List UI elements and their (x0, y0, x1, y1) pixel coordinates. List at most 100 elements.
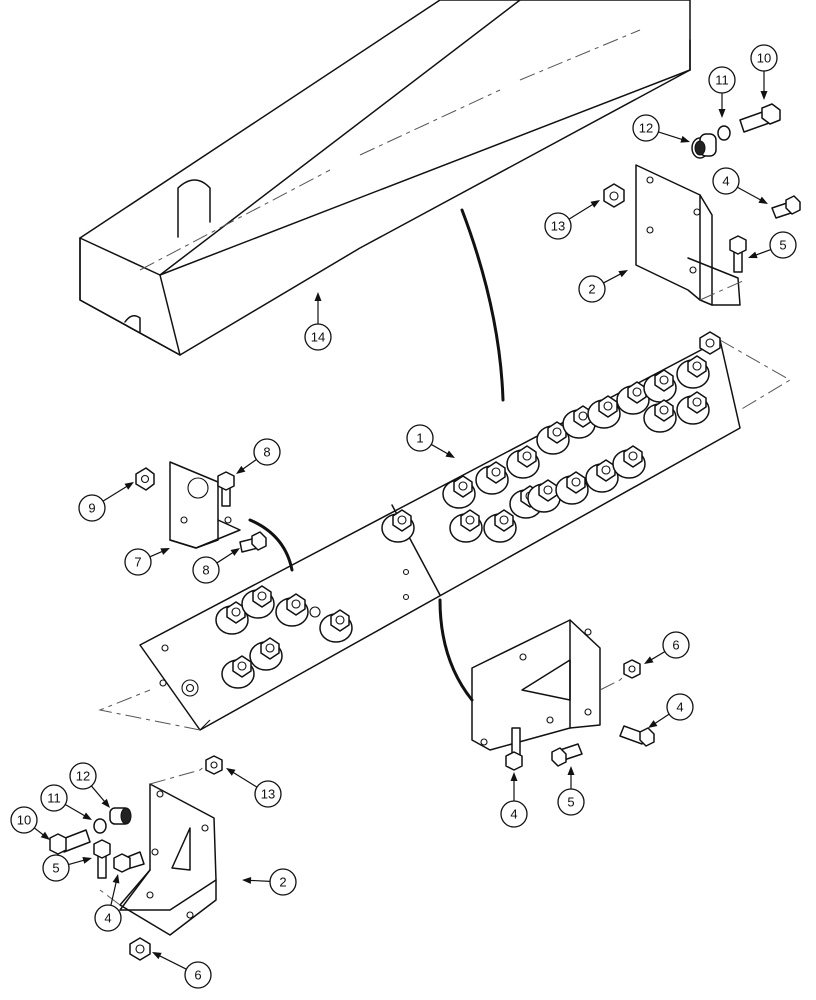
callout-leader-line (216, 550, 236, 564)
callout-7: 7 (124, 548, 152, 576)
nut-13-lower (205, 755, 223, 775)
bolt-4-lower (113, 851, 145, 873)
terminal-stud (442, 475, 476, 509)
terminal-stud (536, 421, 570, 455)
callout-leader-line (648, 651, 666, 662)
callout-arrowhead (242, 876, 252, 884)
callout-8: 8 (192, 556, 220, 584)
terminal-stud (506, 445, 540, 479)
bolt-10-lower (49, 829, 91, 855)
callout-arrowhead (648, 720, 658, 728)
terminal-stud (381, 509, 415, 543)
terminal-stud (676, 391, 710, 425)
terminal-stud (249, 637, 283, 671)
callout-leader-line (64, 803, 88, 818)
small-bracket-7 (169, 461, 241, 549)
callout-number: 8 (202, 563, 209, 578)
nut-block-right (699, 331, 721, 355)
callout-number: 4 (722, 174, 729, 189)
callout-number: 5 (567, 795, 574, 810)
callout-number: 12 (639, 121, 653, 136)
callout-arrowhead (112, 874, 120, 884)
callout-4: 4 (94, 904, 122, 932)
callout-number: 9 (88, 501, 95, 516)
callout-number: 1 (416, 431, 423, 446)
callout-10: 10 (10, 806, 38, 834)
terminal-stud (643, 369, 677, 403)
nut-9 (135, 467, 155, 491)
terminal-studs (215, 355, 710, 689)
callout-arrowhead (236, 465, 246, 474)
callout-number: 11 (47, 791, 61, 806)
callout-13: 13 (254, 780, 282, 808)
callout-number: 2 (588, 282, 595, 297)
callout-12: 12 (69, 762, 97, 790)
terminal-stud (483, 509, 517, 543)
callout-arrowhead (82, 812, 92, 820)
fitting-12-lower (109, 807, 132, 825)
callout-leader-line (753, 248, 772, 257)
terminal-stud (449, 509, 483, 543)
callout-number: 6 (672, 638, 679, 653)
callout-6: 6 (184, 961, 212, 989)
terminal-stud (676, 355, 710, 389)
assembly-curve-line (460, 208, 505, 402)
callout-11: 11 (40, 784, 68, 812)
callout-arrowhead (226, 768, 236, 776)
callout-2: 2 (269, 868, 297, 896)
callout-leader-line (247, 879, 271, 882)
callout-leader-line (68, 859, 87, 866)
callout-arrowhead (618, 270, 628, 278)
cover-channel-part (79, 0, 691, 356)
callout-leader-line (603, 272, 623, 284)
callout-number: 10 (17, 813, 31, 828)
callout-8: 8 (253, 438, 281, 466)
callout-leaders (33, 71, 772, 970)
nut-6-lower (129, 937, 151, 961)
callout-leader-line (102, 484, 130, 502)
callout-arrowhead (567, 766, 575, 775)
bolt-8-upper (217, 471, 235, 507)
callout-number: 12 (76, 769, 90, 784)
callout-arrowhead (160, 548, 170, 555)
callout-leader-line (230, 770, 258, 788)
terminal-stud (585, 459, 619, 493)
terminal-stud (587, 395, 621, 429)
bolt-10-upper (739, 103, 781, 133)
bolt-4-bottom (505, 727, 523, 771)
callout-leader-line (658, 131, 685, 141)
callout-number: 5 (779, 238, 786, 253)
callout-leader-line (430, 443, 451, 456)
terminal-stud (612, 445, 646, 479)
terminal-stud (475, 461, 509, 495)
callout-arrowhead (748, 251, 758, 259)
callout-leader-line (568, 202, 596, 220)
callout-number: 10 (757, 51, 771, 66)
callout-4: 4 (712, 167, 740, 195)
callout-5: 5 (42, 854, 70, 882)
callout-arrowhead (644, 656, 654, 664)
terminal-stud (562, 405, 596, 439)
callout-leader-line (652, 713, 670, 726)
callout-number: 4 (510, 807, 517, 822)
lower-right-bracket (471, 619, 631, 751)
callout-number: 2 (279, 875, 286, 890)
callout-5: 5 (557, 788, 585, 816)
callout-arrowhead (82, 857, 92, 864)
bolt-4-upper (771, 195, 801, 219)
callout-leader-line (737, 186, 764, 202)
terminal-stud (527, 479, 561, 513)
callout-number: 7 (134, 555, 141, 570)
fitting-12-upper (691, 133, 717, 159)
bolt-5-lower (93, 839, 111, 879)
callout-leader-line (90, 785, 107, 804)
callout-number: 5 (52, 861, 59, 876)
terminal-stud (643, 399, 677, 433)
callout-number: 6 (194, 968, 201, 983)
callout-leader-line (240, 459, 257, 472)
callout-arrowhead (758, 196, 768, 204)
callout-arrowhead (760, 91, 768, 100)
callout-9: 9 (78, 494, 106, 522)
terminal-stud (275, 593, 309, 627)
